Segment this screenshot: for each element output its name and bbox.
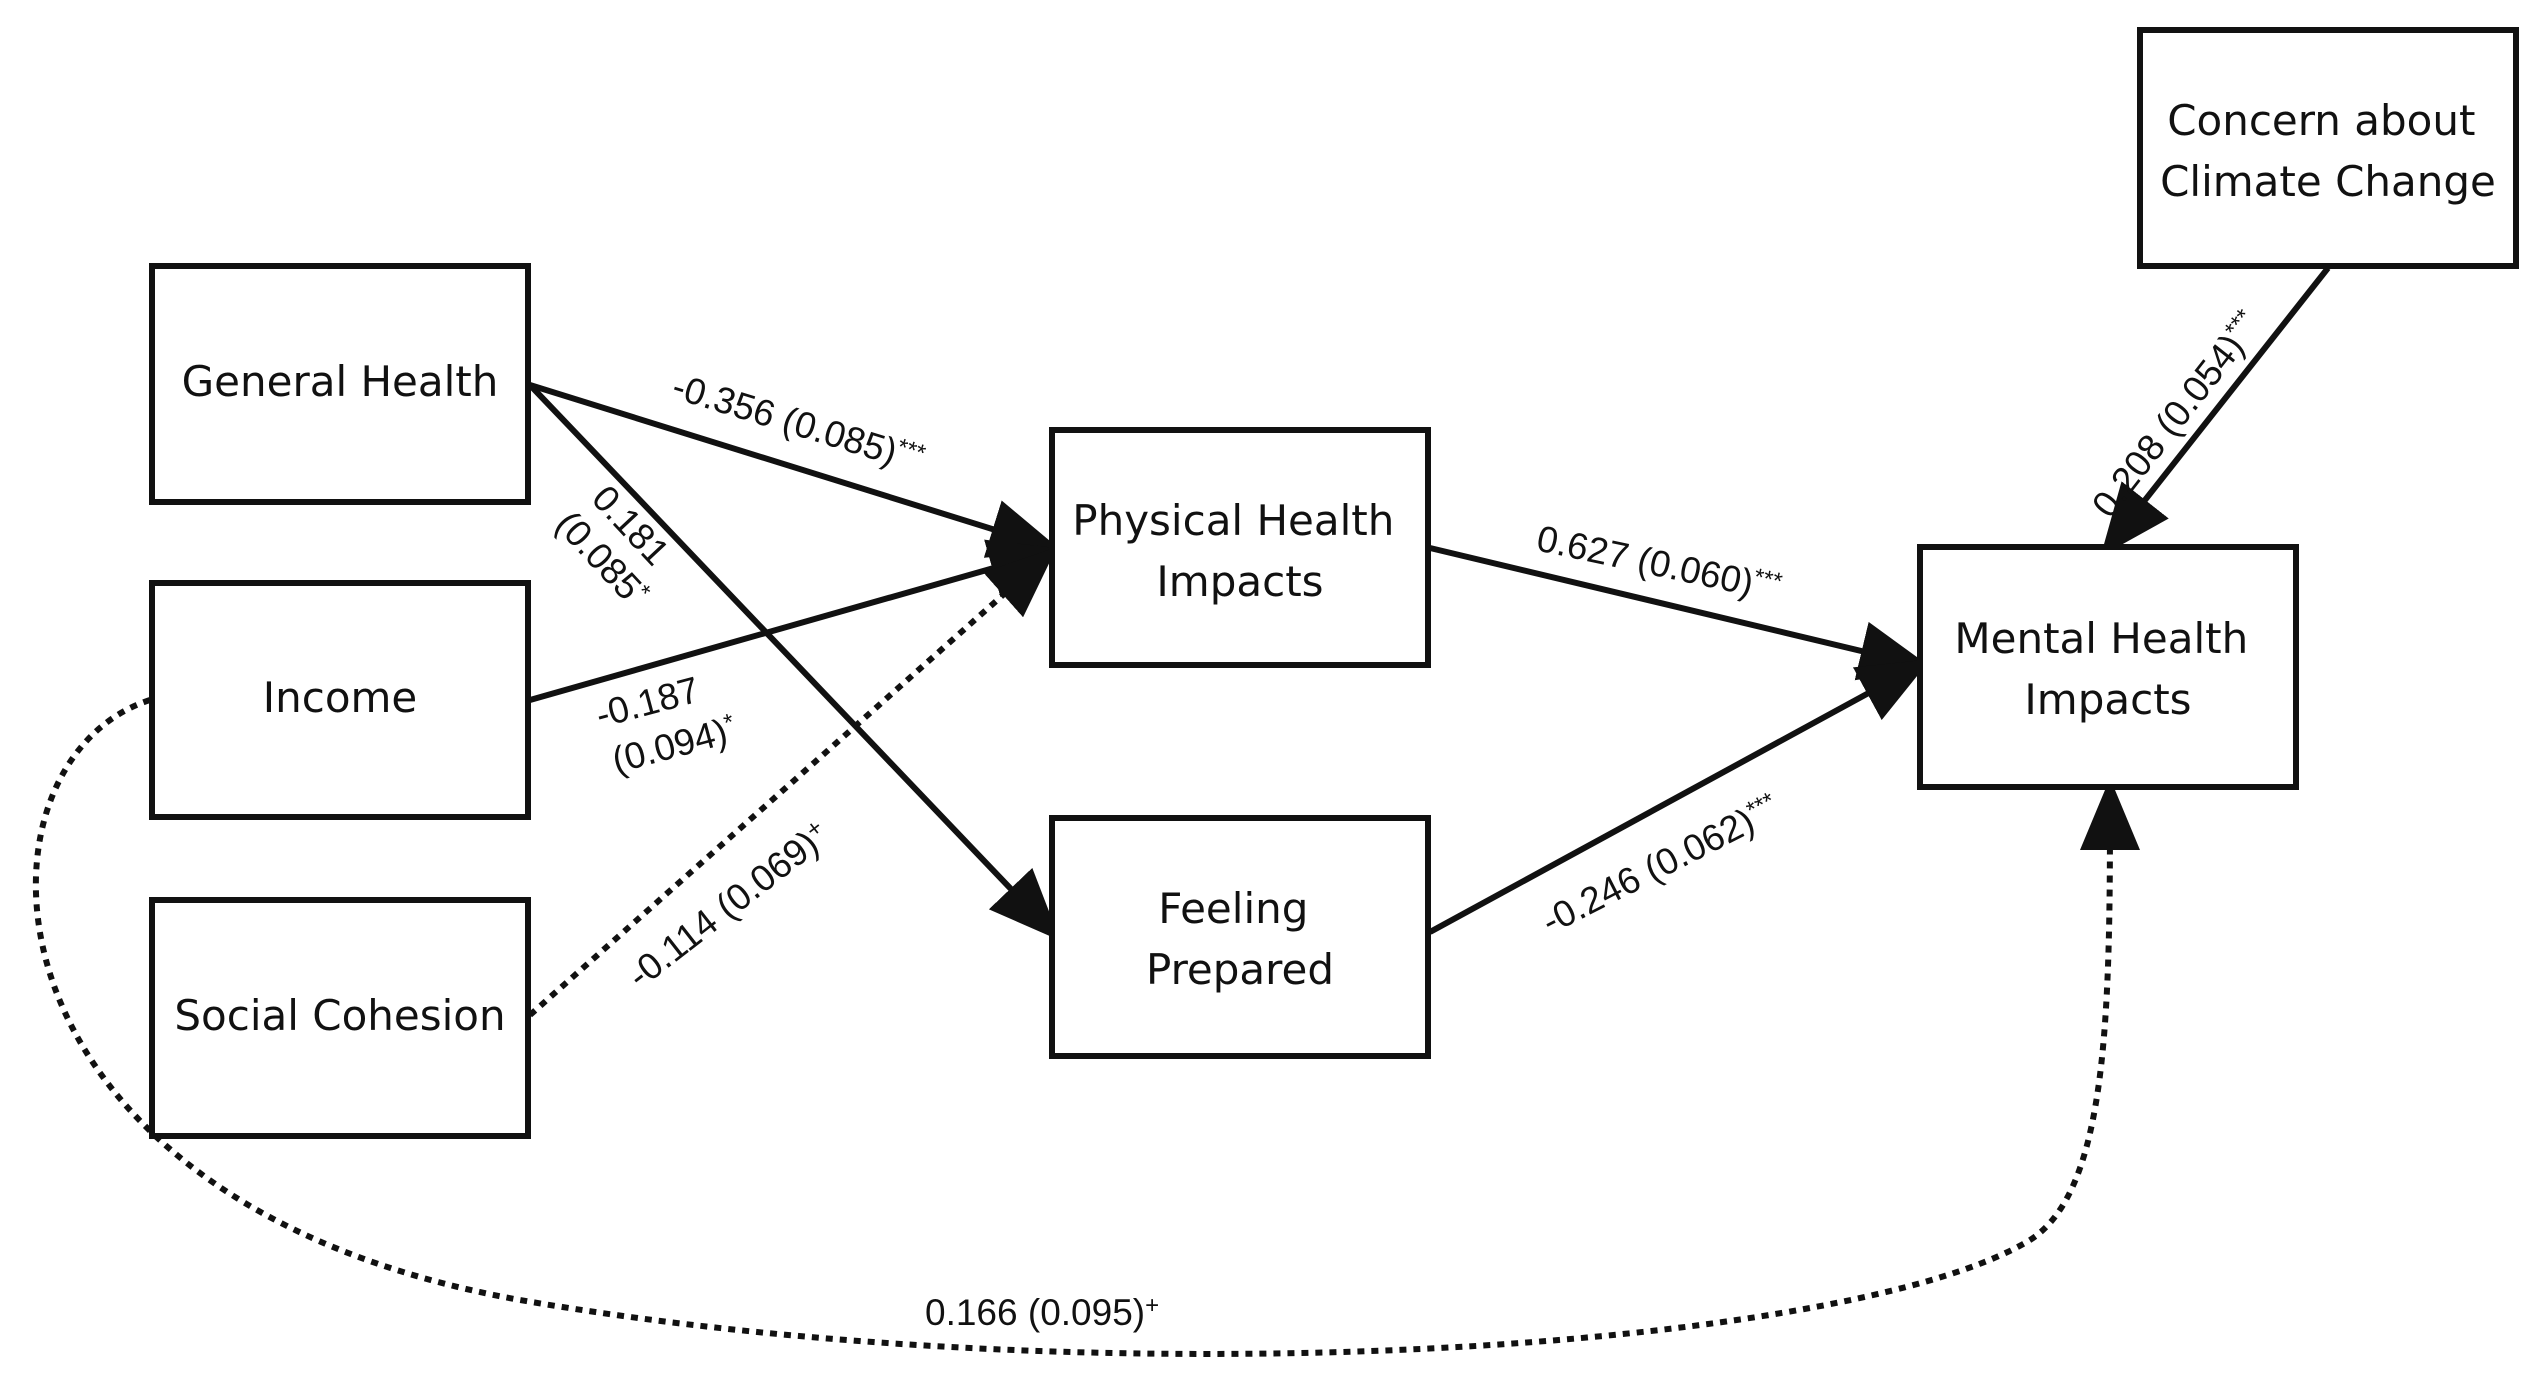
edge-climate-concern-to-mental-health bbox=[2100, 266, 2331, 557]
node-concern-about-climate-change[interactable]: Concern about Climate Change bbox=[2137, 27, 2519, 269]
node-feeling-prepared[interactable]: Feeling Prepared bbox=[1049, 815, 1431, 1059]
edge-label-social-cohesion-to-physical-health: -0.114 (0.069)+ bbox=[620, 814, 837, 996]
edge-label-physical-health-to-mental-health: 0.627 (0.060)*** bbox=[1533, 518, 1784, 610]
edge-label-feeling-prepared-to-mental-health: -0.246 (0.062)*** bbox=[1535, 787, 1786, 942]
edge-general-health-to-feeling-prepared bbox=[527, 382, 1061, 941]
edges bbox=[32, 266, 2331, 1357]
edge-label-general-health-to-feeling-prepared: 0.181 (0.085* bbox=[548, 473, 688, 615]
edge-feeling-prepared-to-mental-health bbox=[1428, 659, 1931, 935]
node-label: Feeling Prepared bbox=[1146, 884, 1334, 994]
node-income[interactable]: Income bbox=[149, 580, 531, 820]
node-physical-health-impacts[interactable]: Physical Health Impacts bbox=[1049, 427, 1431, 668]
edge-general-health-to-physical-health bbox=[529, 382, 1062, 558]
edge-label-income-to-mental-health: 0.166 (0.095)+ bbox=[925, 1292, 1159, 1333]
node-mental-health-impacts[interactable]: Mental Health Impacts bbox=[1917, 544, 2299, 790]
node-label: Social Cohesion bbox=[174, 991, 505, 1040]
edge-physical-health-to-mental-health bbox=[1429, 545, 1932, 681]
node-label: Mental Health Impacts bbox=[1954, 614, 2261, 724]
node-social-cohesion[interactable]: Social Cohesion bbox=[149, 897, 531, 1139]
node-label: Income bbox=[263, 673, 418, 722]
edge-label-climate-concern-to-mental-health: 0.208 (0.054)*** bbox=[2084, 304, 2269, 525]
edge-label-general-health-to-physical-health: -0.356 (0.085)*** bbox=[668, 365, 929, 480]
edge-label-income-to-physical-health: -0.187 (0.094)* bbox=[591, 662, 740, 782]
node-label: Concern about Climate Change bbox=[2160, 96, 2496, 206]
edge-social-cohesion-to-physical-health bbox=[528, 547, 1057, 1018]
node-label: Physical Health Impacts bbox=[1072, 496, 1407, 606]
edge-income-to-physical-health bbox=[529, 539, 1062, 703]
node-general-health[interactable]: General Health bbox=[149, 263, 531, 505]
node-label: General Health bbox=[182, 357, 499, 406]
